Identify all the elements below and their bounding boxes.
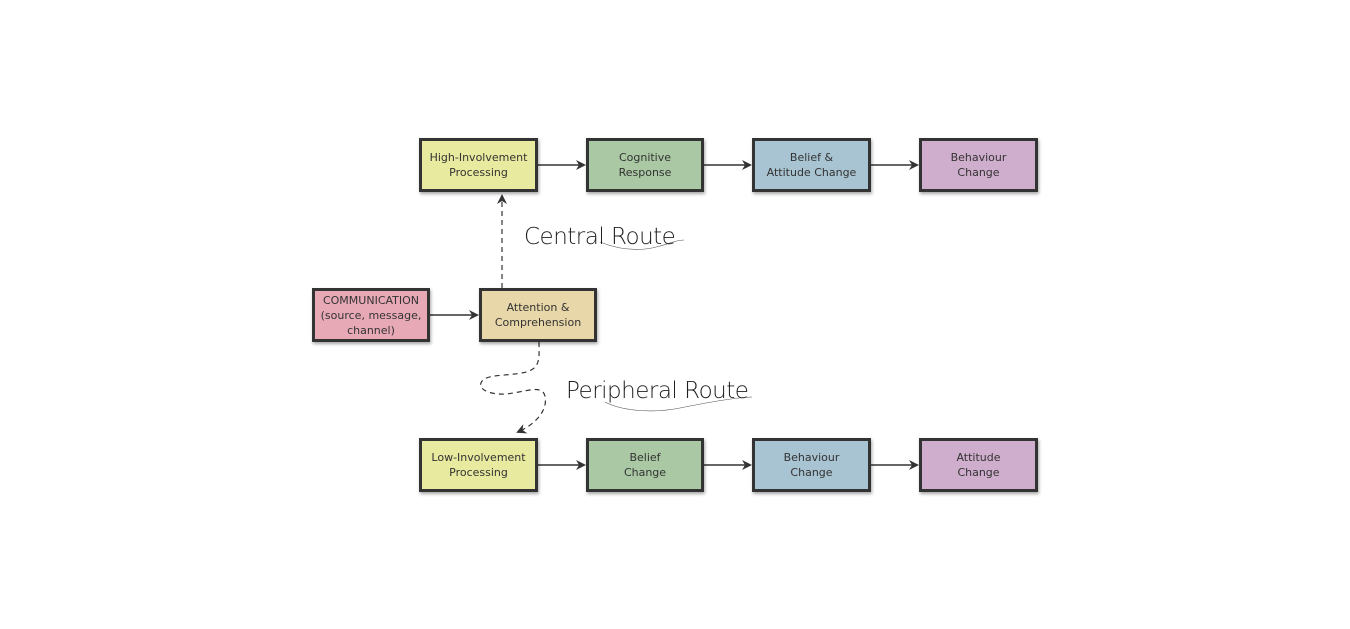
node-communication: COMMUNICATION (source, message, channel) [312, 288, 430, 342]
node-attention-comprehension: Attention & Comprehension [479, 288, 597, 342]
central-route-label: Central Route [524, 224, 676, 250]
node-low-involvement-processing: Low-Involvement Processing [419, 438, 538, 492]
node-cognitive-response: Cognitive Response [586, 138, 704, 192]
node-belief-change: Belief Change [586, 438, 704, 492]
peripheral-route-swash [604, 396, 753, 412]
node-peripheral-behaviour-change: Behaviour Change [752, 438, 871, 492]
node-attitude-change: Attitude Change [919, 438, 1038, 492]
node-high-involvement-processing: High-Involvement Processing [419, 138, 538, 192]
central-route-swash [599, 239, 685, 250]
node-belief-attitude-change: Belief & Attitude Change [752, 138, 871, 192]
peripheral-route-label: Peripheral Route [566, 378, 749, 404]
node-central-behaviour-change: Behaviour Change [919, 138, 1038, 192]
arrow-attention-to-low-involvement [480, 341, 547, 434]
